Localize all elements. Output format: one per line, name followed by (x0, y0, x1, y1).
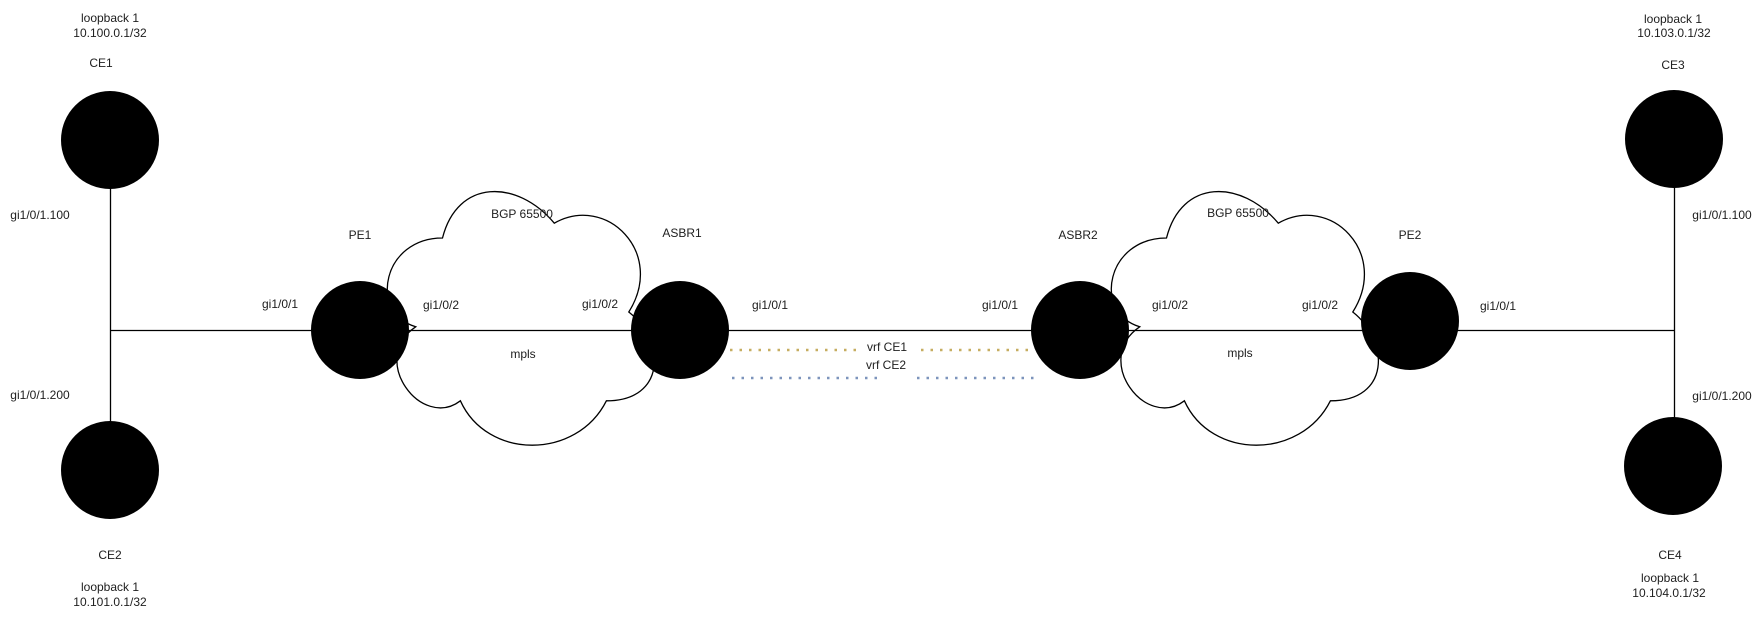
asbr2-name-label: ASBR2 (1058, 228, 1098, 242)
pe2-name-label: PE2 (1398, 228, 1422, 242)
router-asbr2-icon (1031, 281, 1129, 379)
router-pe1-icon (311, 281, 409, 379)
cloud-left-mpls-label: mpls (510, 347, 536, 361)
asbr1-interface-right-label: gi1/0/1 (751, 298, 789, 312)
pe1-name-label: PE1 (348, 228, 372, 242)
router-pe2-icon (1361, 272, 1459, 370)
ce4-interface-label: gi1/0/1.200 (1692, 389, 1752, 403)
ce2-ip-label: 10.101.0.1/32 (73, 595, 147, 609)
bgp-cloud-left (386, 191, 655, 446)
pe1-interface-left-label: gi1/0/1 (261, 297, 299, 311)
router-ce1-icon (61, 91, 159, 189)
ce3-loopback-label: loopback 1 (1643, 12, 1703, 26)
pe2-interface-right-label: gi1/0/1 (1479, 299, 1517, 313)
cloud-right-mpls-label: mpls (1227, 346, 1253, 360)
cloud-right-bgp-label: BGP 65500 (1207, 206, 1269, 220)
pe2-interface-left-label: gi1/0/2 (1301, 298, 1339, 312)
ce3-name-label: CE3 (1661, 58, 1685, 72)
ce1-interface-label: gi1/0/1.100 (10, 208, 70, 222)
asbr2-interface-left-label: gi1/0/1 (981, 298, 1019, 312)
vrf-ce2-label: vrf CE2 (865, 358, 907, 372)
router-ce3-icon (1625, 90, 1723, 188)
router-ce4-icon (1624, 417, 1722, 515)
vrf-ce1-label: vrf CE1 (866, 340, 908, 354)
ce4-name-label: CE4 (1658, 548, 1682, 562)
ce2-loopback-label: loopback 1 (80, 580, 140, 594)
pe1-interface-right-label: gi1/0/2 (422, 298, 460, 312)
asbr1-interface-left-label: gi1/0/2 (581, 297, 619, 311)
router-asbr1-icon (631, 281, 729, 379)
router-ce2-icon (61, 421, 159, 519)
ce4-ip-label: 10.104.0.1/32 (1632, 586, 1706, 600)
ce2-name-label: CE2 (98, 548, 122, 562)
ce1-loopback-label: loopback 1 (80, 11, 140, 25)
ce1-name-label: CE1 (89, 56, 113, 70)
ce3-interface-label: gi1/0/1.100 (1692, 208, 1752, 222)
asbr1-name-label: ASBR1 (662, 226, 702, 240)
asbr2-interface-right-label: gi1/0/2 (1151, 298, 1189, 312)
ce3-ip-label: 10.103.0.1/32 (1637, 26, 1711, 40)
cloud-left-bgp-label: BGP 65500 (491, 207, 553, 221)
bgp-cloud-right (1110, 191, 1379, 446)
ce2-interface-label: gi1/0/1.200 (10, 388, 70, 402)
ce1-ip-label: 10.100.0.1/32 (73, 26, 147, 40)
ce4-loopback-label: loopback 1 (1640, 571, 1700, 585)
